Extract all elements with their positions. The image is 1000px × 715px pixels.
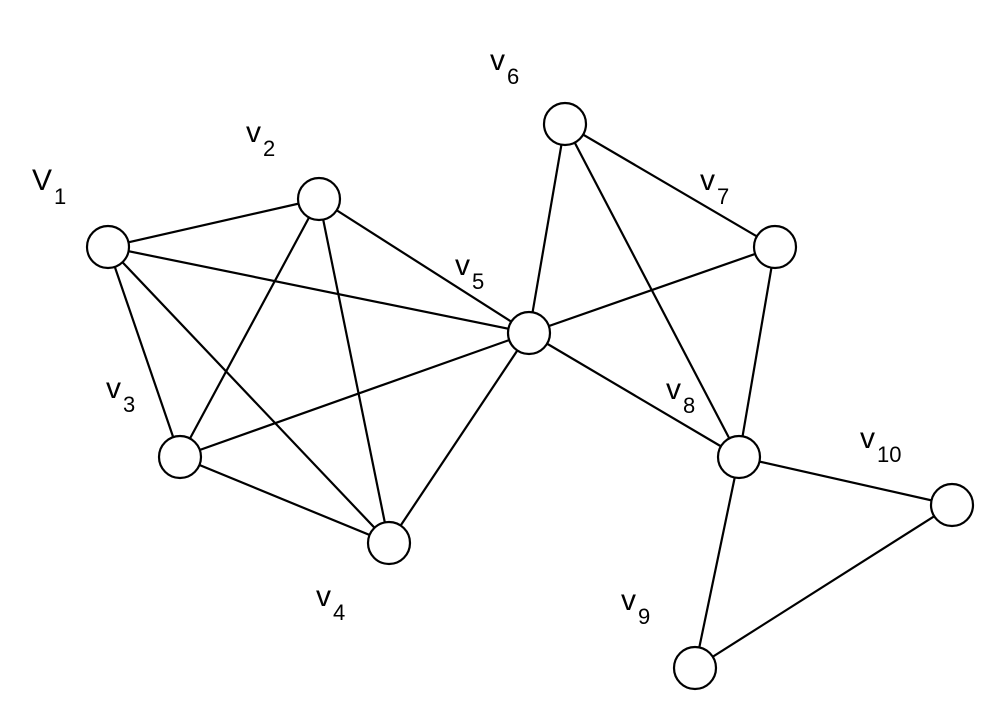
- edge-v4-v5: [388, 332, 530, 544]
- edge-v1-v5: [107, 245, 530, 335]
- label-v5-letter: v: [455, 249, 470, 282]
- edge-v6-v7: [564, 123, 776, 248]
- node-v7: [752, 224, 798, 270]
- label-v2-subscript: 2: [263, 136, 275, 161]
- edge-v5-v6: [527, 123, 567, 334]
- label-v7-subscript: 7: [717, 184, 729, 209]
- label-v10-letter: v: [860, 422, 875, 455]
- label-v5: v5: [455, 249, 484, 294]
- label-v3-letter: v: [106, 372, 121, 405]
- label-v8: v8: [666, 373, 695, 418]
- node-v6: [542, 101, 588, 147]
- label-v8-subscript: 8: [683, 393, 695, 418]
- nodes-layer: [85, 101, 975, 691]
- edge-v9-v10: [694, 504, 953, 669]
- label-v1: V1: [32, 164, 66, 209]
- edge-v7-v8: [737, 246, 777, 458]
- label-v2: v2: [246, 116, 275, 161]
- label-v9: v9: [621, 584, 650, 629]
- label-v3: v3: [106, 372, 135, 417]
- edge-v2-v5: [318, 198, 530, 334]
- node-v1: [85, 224, 131, 270]
- label-v5-subscript: 5: [472, 269, 484, 294]
- edge-v1-v3: [106, 246, 182, 458]
- label-v7-letter: v: [700, 164, 715, 197]
- node-v8: [716, 434, 762, 480]
- edge-v2-v3: [179, 198, 320, 458]
- edge-v5-v8: [528, 332, 740, 458]
- label-v9-letter: v: [621, 584, 636, 617]
- label-v6-letter: v: [490, 44, 505, 77]
- edge-v3-v4: [179, 455, 390, 545]
- edge-v1-v4: [107, 246, 390, 544]
- label-v6: v6: [490, 44, 519, 89]
- edge-v6-v8: [564, 123, 740, 458]
- label-v6-subscript: 6: [507, 64, 519, 89]
- label-v3-subscript: 3: [123, 392, 135, 417]
- label-v7: v7: [700, 164, 729, 209]
- label-v9-subscript: 9: [638, 604, 650, 629]
- label-v2-letter: v: [246, 116, 261, 149]
- edge-v3-v5: [179, 331, 530, 459]
- label-v4-letter: v: [316, 580, 331, 613]
- edges-layer: [106, 123, 953, 669]
- node-v4: [366, 520, 412, 566]
- label-v1-letter: V: [32, 164, 52, 197]
- label-v8-letter: v: [666, 373, 681, 406]
- node-v9: [672, 645, 718, 691]
- node-v5: [506, 310, 552, 356]
- edge-v8-v10: [738, 455, 953, 507]
- label-v10-subscript: 10: [877, 442, 901, 467]
- node-v2: [296, 176, 342, 222]
- edge-v8-v9: [693, 456, 741, 669]
- node-v3: [157, 434, 203, 480]
- label-v4: v4: [316, 580, 345, 625]
- label-v4-subscript: 4: [333, 600, 345, 625]
- node-v10: [929, 482, 975, 528]
- label-v1-subscript: 1: [54, 184, 66, 209]
- edge-v2-v4: [317, 198, 391, 544]
- edge-v1-v2: [107, 197, 320, 249]
- label-v10: v10: [860, 422, 901, 467]
